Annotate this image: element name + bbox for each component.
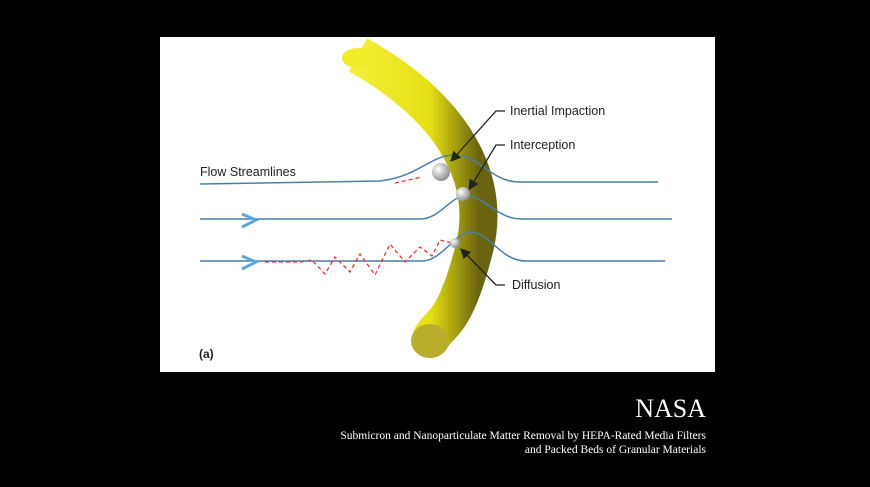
caption-line-2: and Packed Beds of Granular Materials	[524, 444, 706, 456]
diffusion-label: Diffusion	[512, 278, 560, 292]
flow-streamlines-label: Flow Streamlines	[200, 165, 296, 179]
panel-label: (a)	[199, 347, 214, 361]
particle-paths	[265, 176, 453, 277]
fiber	[342, 38, 498, 358]
leader-lines	[450, 110, 505, 286]
filtration-diagram: Flow Streamlines Inertial Impaction Inte…	[160, 37, 715, 372]
particle-interception	[456, 187, 470, 201]
interception-label: Interception	[510, 138, 575, 152]
caption-line-1: Submicron and Nanoparticulate Matter Rem…	[340, 430, 706, 442]
particle-inertial	[432, 163, 450, 181]
particle-diffusion	[450, 238, 460, 248]
streamline-2	[200, 195, 672, 220]
flow-arrow-icon	[241, 212, 260, 271]
inertial-impaction-label: Inertial Impaction	[510, 104, 605, 118]
caption-org: NASA	[635, 394, 706, 423]
streamline-3	[200, 231, 665, 262]
